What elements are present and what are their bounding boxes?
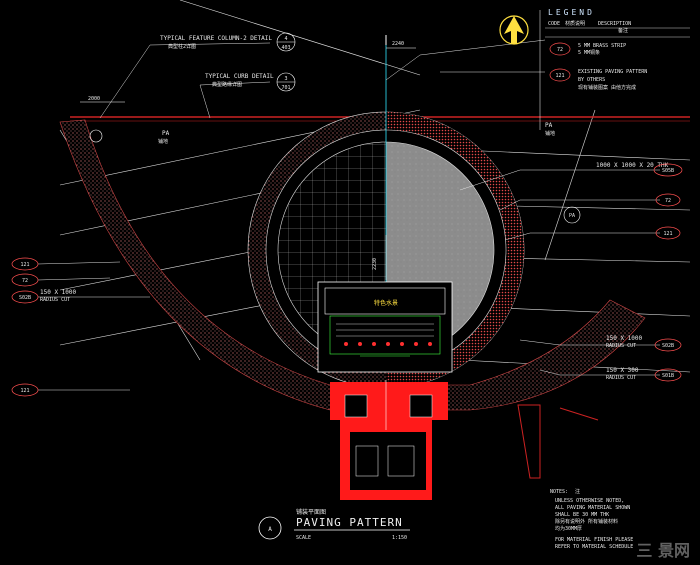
svg-text:4: 4 (284, 36, 287, 42)
curved-paving-band (59, 119, 646, 411)
code-bubble-121-c[interactable]: 121 (655, 226, 681, 240)
svg-text:121: 121 (663, 231, 672, 237)
pa-circle-tag[interactable]: PA (563, 206, 581, 224)
svg-text:现有铺装图案 由他方完成: 现有铺装图案 由他方完成 (578, 84, 636, 91)
legend-item-72: 72 5 MM BRASS STRIP 5 MM铜条 (549, 42, 626, 56)
svg-text:注: 注 (575, 488, 580, 495)
svg-text:REFER TO MATERIAL SCHEDULE: REFER TO MATERIAL SCHEDULE (555, 544, 633, 550)
drawing-title: PAVING PATTERN (296, 516, 403, 529)
svg-text:DESCRIPTION: DESCRIPTION (598, 21, 631, 27)
svg-text:典型路缘详图: 典型路缘详图 (212, 81, 242, 88)
svg-text:EXISTING PAVING PATTERN: EXISTING PAVING PATTERN (578, 69, 647, 75)
pa-right-tag: PA (545, 122, 553, 129)
dim-left: 2000 (88, 96, 100, 102)
code-bubble-s05b[interactable]: S05B (653, 163, 683, 177)
svg-text:A: A (268, 526, 272, 533)
svg-text:S01B: S01B (662, 373, 674, 379)
legend-panel: LEGEND CODE 材质说明 DESCRIPTION 备注 72 5 MM … (539, 8, 690, 130)
feature-column-ref-bubble[interactable]: 4 403 (276, 32, 296, 52)
svg-text:S05B: S05B (662, 168, 674, 174)
svg-text:铺地: 铺地 (158, 138, 168, 145)
code-bubble-121-b[interactable]: 121 (11, 383, 39, 397)
svg-text:NOTES:: NOTES: (550, 489, 568, 495)
svg-text:UNLESS OTHERWISE NOTED,: UNLESS OTHERWISE NOTED, (555, 498, 624, 504)
svg-text:121: 121 (555, 73, 564, 79)
feature-column-callout: TYPICAL FEATURE COLUMN-2 DETAIL (160, 35, 272, 42)
code-bubble-s02b-left[interactable]: S02B (11, 290, 39, 304)
code-bubble-s02b-right[interactable]: S02B (654, 338, 682, 352)
radius-right1-label: 150 X 1000 (606, 335, 643, 342)
code-bubble-72-a[interactable]: 72 (11, 273, 39, 287)
svg-text:S02B: S02B (662, 343, 674, 349)
svg-text:BY OTHERS: BY OTHERS (578, 77, 605, 83)
svg-text:701: 701 (281, 85, 290, 91)
svg-text:5 MM铜条: 5 MM铜条 (578, 49, 600, 56)
svg-text:铺装平面图: 铺装平面图 (296, 508, 326, 516)
radius-right2-label: 150 X 300 (606, 367, 639, 374)
svg-text:5 MM BRASS STRIP: 5 MM BRASS STRIP (578, 43, 626, 49)
svg-text:121: 121 (20, 388, 29, 394)
svg-text:均为30MM厚: 均为30MM厚 (555, 525, 582, 532)
building-footprint (330, 380, 448, 500)
code-bubble-s01b[interactable]: S01B (654, 368, 682, 382)
stage-structure (317, 281, 453, 373)
leader-lines (37, 39, 660, 391)
svg-text:121: 121 (20, 262, 29, 268)
pa-left-tag: PA (162, 130, 170, 137)
curb-callout: TYPICAL CURB DETAIL (205, 73, 274, 80)
svg-text:72: 72 (22, 278, 28, 284)
svg-text:材质说明: 材质说明 (565, 20, 585, 27)
legend-title: LEGEND (548, 8, 595, 17)
watermark: 三 景网 (636, 541, 690, 560)
svg-text:SHALL BE 30 MM THK: SHALL BE 30 MM THK (555, 512, 609, 518)
dim-top: 2240 (392, 41, 404, 47)
curb-ref-bubble[interactable]: 3 701 (276, 72, 296, 92)
svg-text:CODE: CODE (548, 21, 560, 27)
granite-1000-label: 1000 X 1000 X 20 THK (596, 162, 669, 169)
svg-text:72: 72 (665, 198, 671, 204)
svg-text:PA: PA (569, 213, 575, 219)
notes-block: NOTES: 注 UNLESS OTHERWISE NOTED, ALL PAV… (550, 488, 633, 550)
svg-text:铺地: 铺地 (545, 130, 555, 137)
feature-column (89, 129, 103, 143)
north-arrow-icon (499, 15, 529, 45)
svg-text:SCALE: SCALE (296, 535, 311, 541)
svg-text:除另有说明外 所有铺装材料: 除另有说明外 所有铺装材料 (555, 518, 618, 525)
svg-text:3: 3 (284, 76, 287, 82)
dim-vertical: 2230 (372, 258, 378, 270)
svg-text:RADIUS CUT: RADIUS CUT (40, 297, 70, 303)
svg-text:备注: 备注 (618, 27, 628, 34)
legend-item-121: 121 EXISTING PAVING PATTERN BY OTHERS 现有… (549, 68, 647, 91)
svg-text:ALL PAVING MATERIAL SHOWN: ALL PAVING MATERIAL SHOWN (555, 505, 630, 511)
svg-text:FOR MATERIAL FINISH PLEASE: FOR MATERIAL FINISH PLEASE (555, 537, 633, 543)
svg-text:RADIUS CUT: RADIUS CUT (606, 343, 636, 349)
svg-text:403: 403 (281, 45, 290, 51)
code-bubble-72-b[interactable]: 72 (655, 193, 681, 207)
drawing-title-block: A 铺装平面图 PAVING PATTERN SCALE 1:150 (258, 508, 410, 541)
stage-label: 特色水景 (374, 299, 398, 307)
radius-left-label: 150 X 1000 (40, 289, 77, 296)
code-bubble-121-a[interactable]: 121 (11, 257, 39, 271)
svg-text:典型柱2详图: 典型柱2详图 (168, 43, 196, 50)
svg-text:1:150: 1:150 (392, 535, 407, 541)
retaining-wall (517, 404, 541, 479)
svg-text:RADIUS CUT: RADIUS CUT (606, 375, 636, 381)
svg-text:S02B: S02B (19, 295, 31, 301)
svg-text:72: 72 (557, 47, 563, 53)
